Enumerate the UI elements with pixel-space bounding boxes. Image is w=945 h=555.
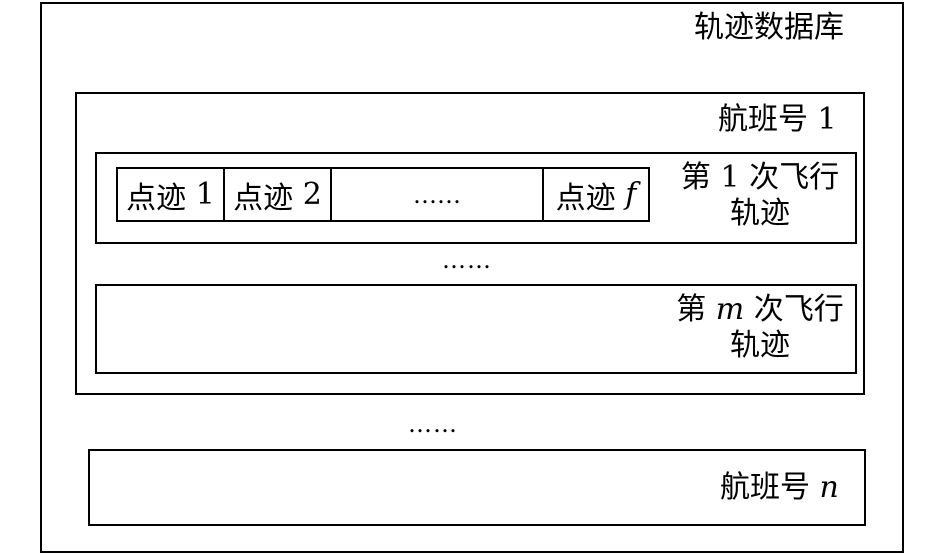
point-f-label: 点迹 — [555, 180, 616, 216]
point-cell-f: 点迹 f — [544, 169, 648, 220]
tracks-ellipsis-text: …… — [442, 246, 492, 274]
track-1-num: 1 — [720, 160, 740, 195]
flight-n-title-prefix: 航班号 — [720, 470, 810, 505]
point-sequence-row: 点迹 1 点迹 2 …… 点迹 f — [116, 167, 650, 222]
point-2-num: 2 — [302, 177, 322, 212]
track-m-prefix: 第 — [676, 292, 707, 327]
point-cell-1: 点迹 1 — [118, 169, 225, 220]
track-m-label-line2: 轨迹 — [730, 328, 790, 363]
point-1-label: 点迹 — [126, 180, 187, 216]
flight-n-box — [88, 449, 866, 526]
track-1-label-line2: 轨迹 — [730, 196, 790, 231]
database-title: 轨迹数据库 — [694, 10, 844, 46]
point-cell-ellipsis: …… — [332, 169, 544, 220]
flight-n-title: 航班号 n — [720, 470, 839, 506]
track-m-box — [95, 284, 857, 374]
track-m-label-line1: 第 m 次飞行 — [660, 292, 860, 328]
track-1-suffix: 次飞行 — [749, 160, 840, 195]
track-m-suffix: 次飞行 — [753, 292, 844, 327]
tracks-ellipsis: …… — [442, 248, 492, 272]
track-1-prefix: 第 — [680, 160, 711, 195]
track-1-label: 第 1 次飞行 轨迹 — [660, 160, 860, 232]
track-m-label: 第 m 次飞行 轨迹 — [660, 292, 860, 364]
point-1-num: 1 — [195, 177, 215, 212]
database-title-text: 轨迹数据库 — [694, 10, 844, 45]
flight-1-title-prefix: 航班号 — [718, 102, 808, 137]
flight-1-title: 航班号 1 — [718, 102, 837, 138]
track-1-label-line1: 第 1 次飞行 — [660, 160, 860, 196]
flight-1-title-num: 1 — [817, 102, 837, 137]
point-cell-2: 点迹 2 — [225, 169, 332, 220]
track-m-num: m — [715, 292, 745, 327]
flight-n-title-num: n — [819, 470, 839, 505]
flights-ellipsis: …… — [408, 412, 458, 436]
flights-ellipsis-text: …… — [408, 410, 458, 438]
point-2-label: 点迹 — [233, 180, 294, 216]
point-ellipsis-label: …… — [413, 180, 461, 209]
point-f-num: f — [625, 177, 637, 212]
